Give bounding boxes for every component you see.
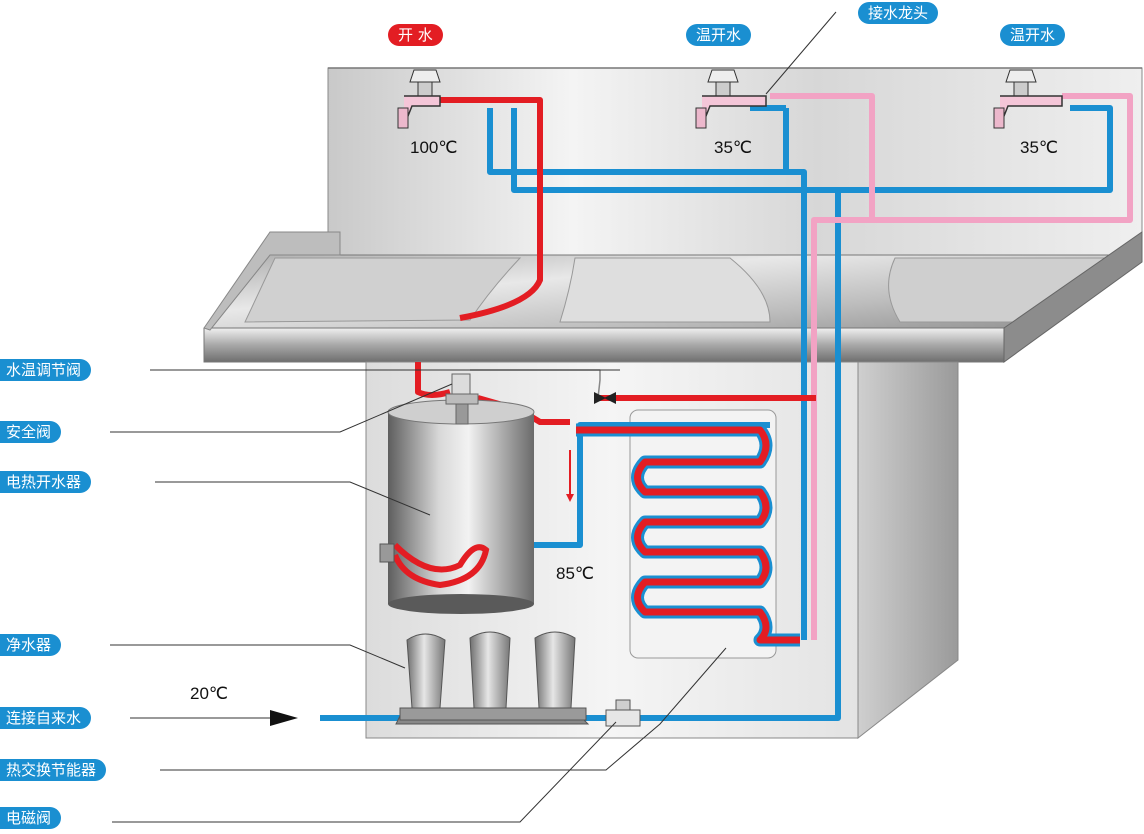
faucet-warm-2 [993, 69, 1063, 129]
solenoid-valve [605, 699, 641, 727]
faucet-boiling [397, 69, 441, 129]
water-purifier [395, 631, 590, 725]
label-faucet: 接水龙头 [858, 2, 939, 24]
label-warm-water-2: 温开水 [1000, 24, 1066, 46]
label-heat-exchanger: 热交换节能器 [0, 759, 107, 781]
inlet-arrow-icon [270, 710, 298, 726]
safety-valve [445, 373, 479, 425]
label-solenoid: 电磁阀 [0, 807, 62, 829]
label-temp-valve: 水温调节阀 [0, 359, 92, 381]
temp-tap-warm-2: 35℃ [1020, 138, 1059, 157]
temp-tap-warm-1: 35℃ [714, 138, 753, 157]
label-purifier: 净水器 [0, 634, 62, 656]
label-tap-water: 连接自来水 [0, 707, 92, 729]
leader-lines [110, 11, 837, 823]
label-boiling-water: 开 水 [388, 24, 443, 46]
temp-tap-boiling: 100℃ [410, 138, 458, 157]
heat-exchanger-panel [629, 409, 777, 659]
temp-heater-out: 85℃ [556, 564, 595, 583]
sink-basin [203, 231, 1143, 363]
temperature-valve-icon [594, 392, 606, 404]
faucet-warm-1 [695, 69, 767, 129]
warm-water-pipes [770, 93, 1133, 640]
label-safety-valve: 安全阀 [0, 421, 62, 443]
temp-inlet: 20℃ [190, 684, 229, 703]
label-heater: 电热开水器 [0, 471, 92, 493]
label-warm-water-1: 温开水 [686, 24, 752, 46]
electric-heater-tank [379, 399, 535, 614]
